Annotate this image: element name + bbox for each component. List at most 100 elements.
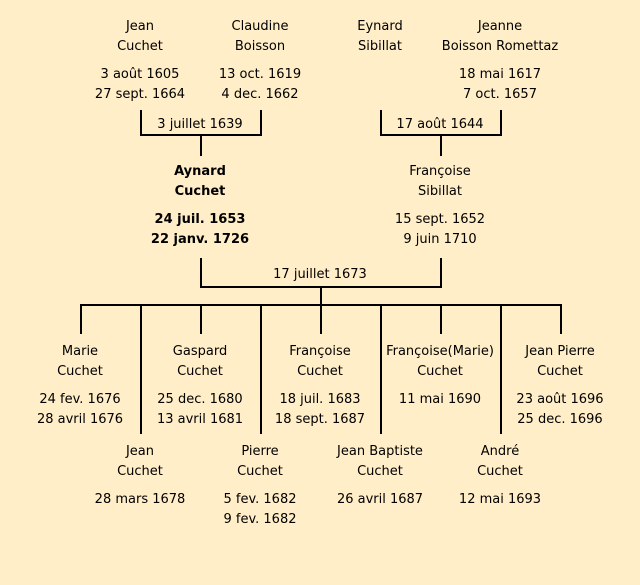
dates: 18 juil. 1683 18 sept. 1687 (250, 390, 390, 430)
child-andre: André Cuchet 12 mai 1693 (430, 442, 570, 510)
first-name: Aynard (174, 164, 226, 179)
child-drop-line (80, 304, 82, 334)
child-jean: Jean Cuchet 28 mars 1678 (70, 442, 210, 510)
person-eynard-sibillat: Eynard Sibillat (310, 17, 450, 57)
connector-line (200, 258, 202, 288)
death-date: 4 dec. 1662 (221, 87, 299, 102)
first-name: Pierre (241, 444, 279, 459)
last-name: Cuchet (57, 364, 103, 379)
child-drop-line (320, 304, 322, 334)
dates: 25 dec. 1680 13 avril 1681 (130, 390, 270, 430)
first-name: Jean (125, 444, 155, 459)
death-date: 27 sept. 1664 (94, 87, 186, 102)
person-jeanne-boisson-romettaz: Jeanne Boisson Romettaz 18 mai 1617 7 oc… (430, 17, 570, 105)
connector-line (440, 258, 442, 288)
dates: 3 août 1605 27 sept. 1664 (70, 65, 210, 105)
first-name: Françoise (409, 164, 471, 179)
first-name: Jeanne (477, 19, 523, 34)
first-name: Françoise(Marie) (386, 344, 494, 359)
birth-date: 12 mai 1693 (458, 492, 542, 507)
last-name: Cuchet (297, 364, 343, 379)
child-marie: Marie Cuchet 24 fev. 1676 28 avril 1676 (10, 342, 150, 430)
child-drop-line (200, 304, 202, 334)
first-name: Jean (125, 19, 155, 34)
connector-line (200, 134, 202, 156)
dates: 18 mai 1617 7 oct. 1657 (430, 65, 570, 105)
dates: 5 fev. 1682 9 fev. 1682 (190, 490, 330, 530)
birth-date: 24 fev. 1676 (39, 392, 121, 407)
last-name: Boisson (234, 39, 286, 54)
dates: 15 sept. 1652 9 juin 1710 (370, 210, 510, 250)
child-francoise-marie: Françoise(Marie) Cuchet 11 mai 1690 (370, 342, 510, 410)
dates: 26 avril 1687 (310, 490, 450, 510)
first-name: Jean Baptiste (337, 444, 423, 459)
child-drop-line (560, 304, 562, 334)
child-francoise: Françoise Cuchet 18 juil. 1683 18 sept. … (250, 342, 390, 430)
last-name: Cuchet (237, 464, 283, 479)
birth-date: 25 dec. 1680 (157, 392, 243, 407)
connector-line (440, 134, 442, 156)
birth-date: 28 mars 1678 (94, 492, 186, 507)
first-name: Françoise (289, 344, 351, 359)
birth-date: 11 mai 1690 (398, 392, 482, 407)
death-date: 22 janv. 1726 (150, 232, 250, 247)
marriage-date-left: 3 juillet 1639 (157, 117, 243, 132)
first-name: Marie (61, 344, 99, 359)
child-drop-line (260, 304, 262, 434)
death-date: 9 fev. 1682 (223, 512, 297, 527)
birth-date: 5 fev. 1682 (223, 492, 297, 507)
first-name: Jean Pierre (525, 344, 595, 359)
birth-date: 26 avril 1687 (336, 492, 424, 507)
death-date: 28 avril 1676 (36, 412, 124, 427)
death-date: 9 juin 1710 (403, 232, 477, 247)
death-date: 13 avril 1681 (156, 412, 244, 427)
person-francoise-sibillat: Françoise Sibillat 15 sept. 1652 9 juin … (370, 162, 510, 250)
last-name: Cuchet (174, 184, 226, 199)
last-name: Boisson Romettaz (441, 39, 559, 54)
child-drop-line (440, 304, 442, 334)
birth-date: 24 juil. 1653 (154, 212, 246, 227)
child-drop-line (140, 304, 142, 434)
last-name: Cuchet (417, 364, 463, 379)
birth-date: 13 oct. 1619 (218, 67, 302, 82)
first-name: André (480, 444, 520, 459)
last-name: Cuchet (177, 364, 223, 379)
death-date: 25 dec. 1696 (517, 412, 603, 427)
birth-date: 15 sept. 1652 (394, 212, 486, 227)
child-drop-line (500, 304, 502, 434)
connector-line (500, 110, 502, 136)
dates: 11 mai 1690 (370, 390, 510, 410)
first-name: Eynard (357, 19, 403, 34)
person-jean-cuchet-senior: Jean Cuchet 3 août 1605 27 sept. 1664 (70, 17, 210, 105)
child-drop-line (380, 304, 382, 434)
connector-line (260, 110, 262, 136)
child-jean-baptiste: Jean Baptiste Cuchet 26 avril 1687 (310, 442, 450, 510)
birth-date: 23 août 1696 (516, 392, 604, 407)
connector-line (380, 110, 382, 136)
marriage-date-parents: 17 juillet 1673 (273, 267, 367, 282)
child-pierre: Pierre Cuchet 5 fev. 1682 9 fev. 1682 (190, 442, 330, 530)
last-name: Sibillat (417, 184, 462, 199)
death-date: 7 oct. 1657 (463, 87, 537, 102)
death-date: 18 sept. 1687 (274, 412, 366, 427)
dates: 28 mars 1678 (70, 490, 210, 510)
marriage-date-right: 17 août 1644 (396, 117, 484, 132)
dates: 24 fev. 1676 28 avril 1676 (10, 390, 150, 430)
dates: 13 oct. 1619 4 dec. 1662 (190, 65, 330, 105)
last-name: Cuchet (477, 464, 523, 479)
birth-date: 18 mai 1617 (458, 67, 542, 82)
last-name: Cuchet (357, 464, 403, 479)
child-jean-pierre: Jean Pierre Cuchet 23 août 1696 25 dec. … (490, 342, 630, 430)
first-name: Gaspard (172, 344, 228, 359)
person-claudine-boisson: Claudine Boisson 13 oct. 1619 4 dec. 166… (190, 17, 330, 105)
last-name: Sibillat (357, 39, 402, 54)
connector-line (320, 286, 322, 306)
connector-line (140, 110, 142, 136)
dates: 23 août 1696 25 dec. 1696 (490, 390, 630, 430)
last-name: Cuchet (537, 364, 583, 379)
child-gaspard: Gaspard Cuchet 25 dec. 1680 13 avril 168… (130, 342, 270, 430)
first-name: Claudine (231, 19, 289, 34)
last-name: Cuchet (117, 464, 163, 479)
dates: 12 mai 1693 (430, 490, 570, 510)
dates: 24 juil. 1653 22 janv. 1726 (130, 210, 270, 250)
